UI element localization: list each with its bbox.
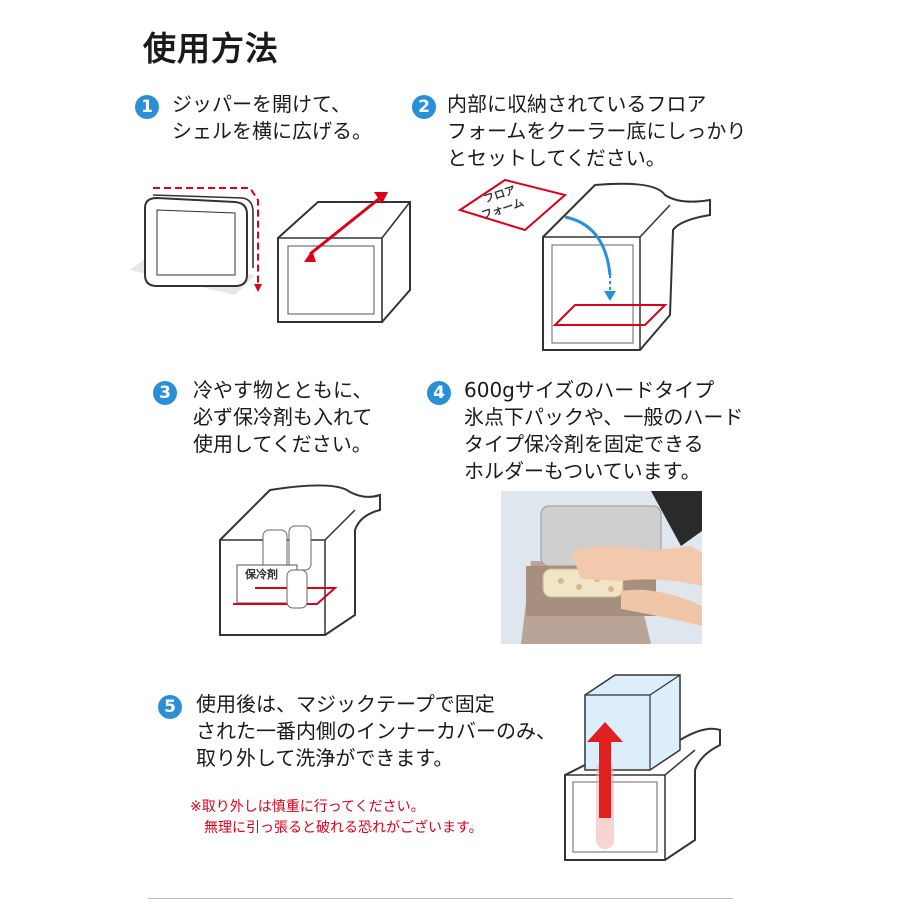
step-2-number: 2 bbox=[412, 95, 436, 119]
step-1-closed-cooler-illustration bbox=[130, 187, 262, 295]
bottom-divider bbox=[148, 898, 733, 899]
step-4-text: 600gサイズのハードタイプ 氷点下パックや、一般のハード タイプ保冷剤を固定で… bbox=[464, 378, 744, 483]
step-4-number: 4 bbox=[427, 381, 451, 405]
step-1-open-cooler-illustration bbox=[277, 192, 411, 323]
step-3-text: 冷やす物とともに、 必ず保冷剤も入れて 使用してください。 bbox=[193, 378, 373, 456]
ice-pack-label: 保冷剤 bbox=[244, 567, 278, 581]
step-4-photo-holder bbox=[501, 491, 702, 644]
step-2-floor-foam-illustration: フロア フォーム bbox=[457, 178, 711, 351]
step-1-number: 1 bbox=[135, 95, 159, 119]
step-5-inner-cover-removal-illustration bbox=[564, 674, 721, 861]
page-title: 使用方法 bbox=[143, 29, 279, 68]
step-3-number: 3 bbox=[153, 381, 177, 405]
step-1-text: ジッパーを開けて、 シェルを横に広げる。 bbox=[172, 92, 372, 143]
step-5-number: 5 bbox=[158, 695, 182, 719]
step-5-text: 使用後は、マジックテープで固定 された一番内側のインナーカバーのみ、 取り外して… bbox=[196, 692, 556, 770]
step-3-cooler-with-ice-pack-illustration: 保冷剤 bbox=[219, 484, 381, 636]
step-2-text: 内部に収納されているフロア フォームをクーラー底にしっかり とセットしてください… bbox=[447, 92, 747, 170]
caution-note: ※取り外しは慎重に行ってください。 無理に引っ張ると破れる恐れがございます。 bbox=[190, 799, 483, 836]
holder-photo-image bbox=[501, 491, 702, 644]
